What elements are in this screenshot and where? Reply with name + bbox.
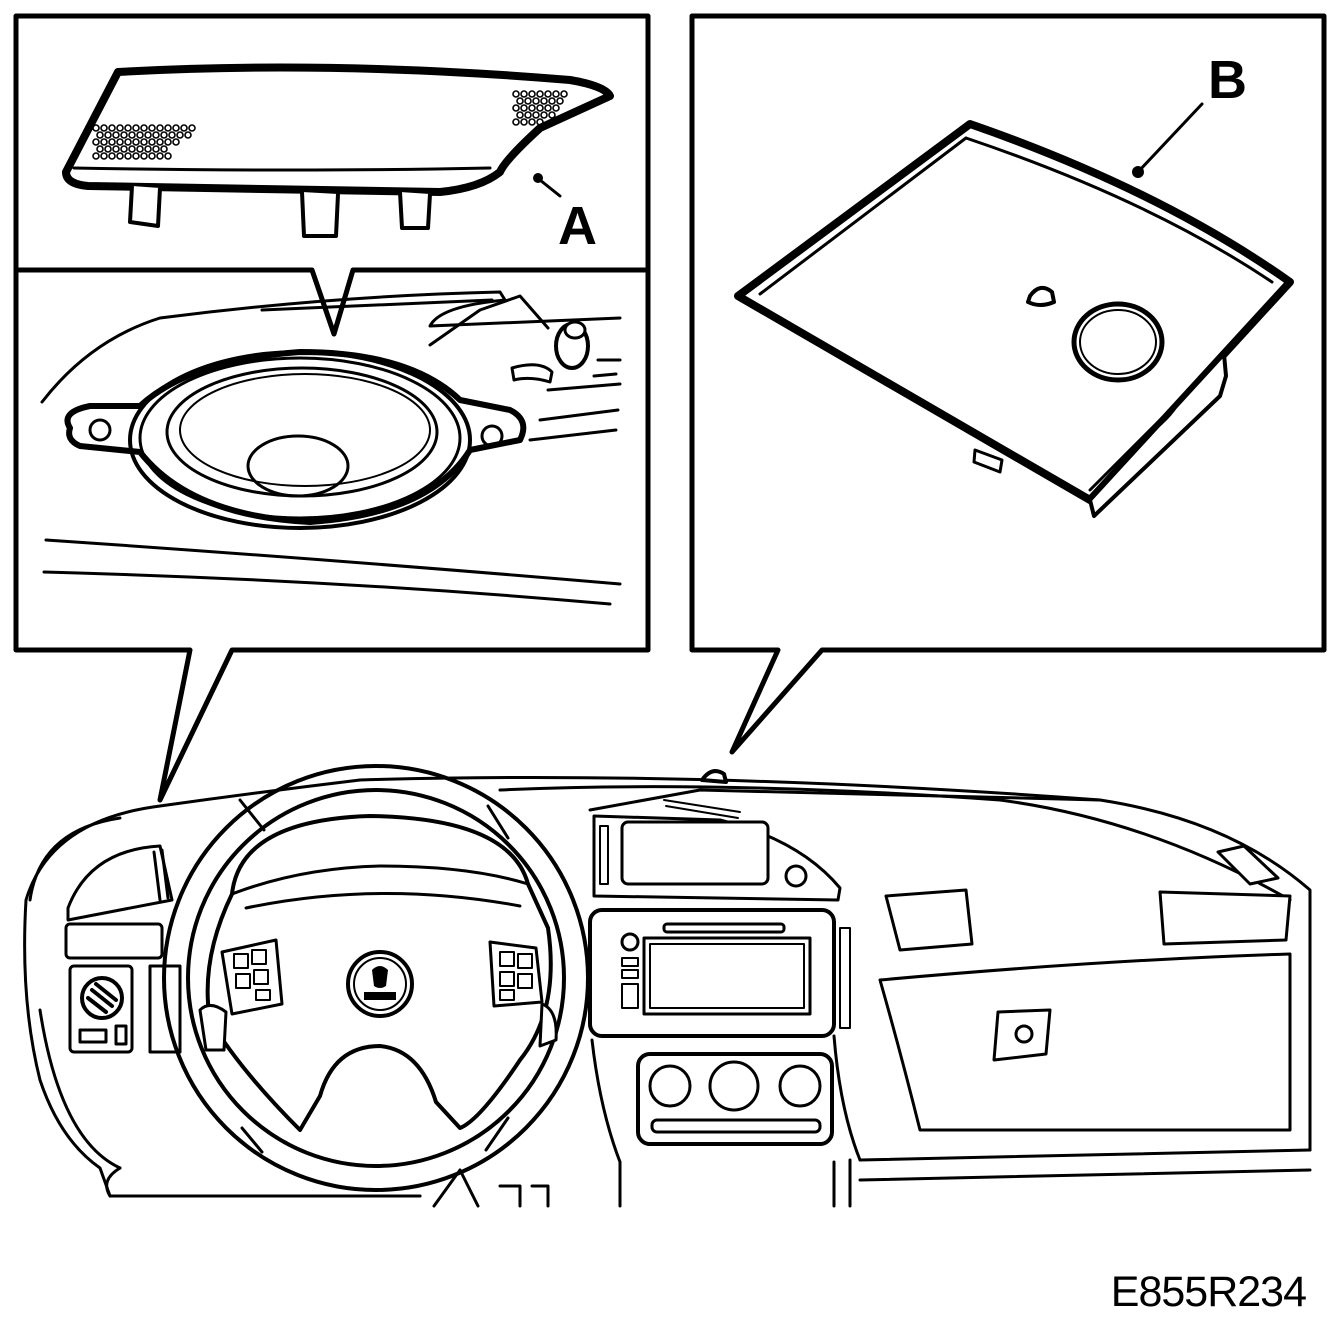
reference-code: E855R234: [1110, 1268, 1307, 1316]
dashboard-cover: [734, 102, 1294, 518]
callout-b-label: B: [1208, 50, 1247, 110]
callout-a-label: A: [558, 196, 597, 256]
grille-perforations-right: [512, 90, 568, 126]
dash-speaker: [40, 290, 622, 606]
dashboard-overview: [23, 764, 1312, 1208]
grille-perforations-left: [92, 124, 196, 160]
speaker-grille: [62, 63, 614, 238]
